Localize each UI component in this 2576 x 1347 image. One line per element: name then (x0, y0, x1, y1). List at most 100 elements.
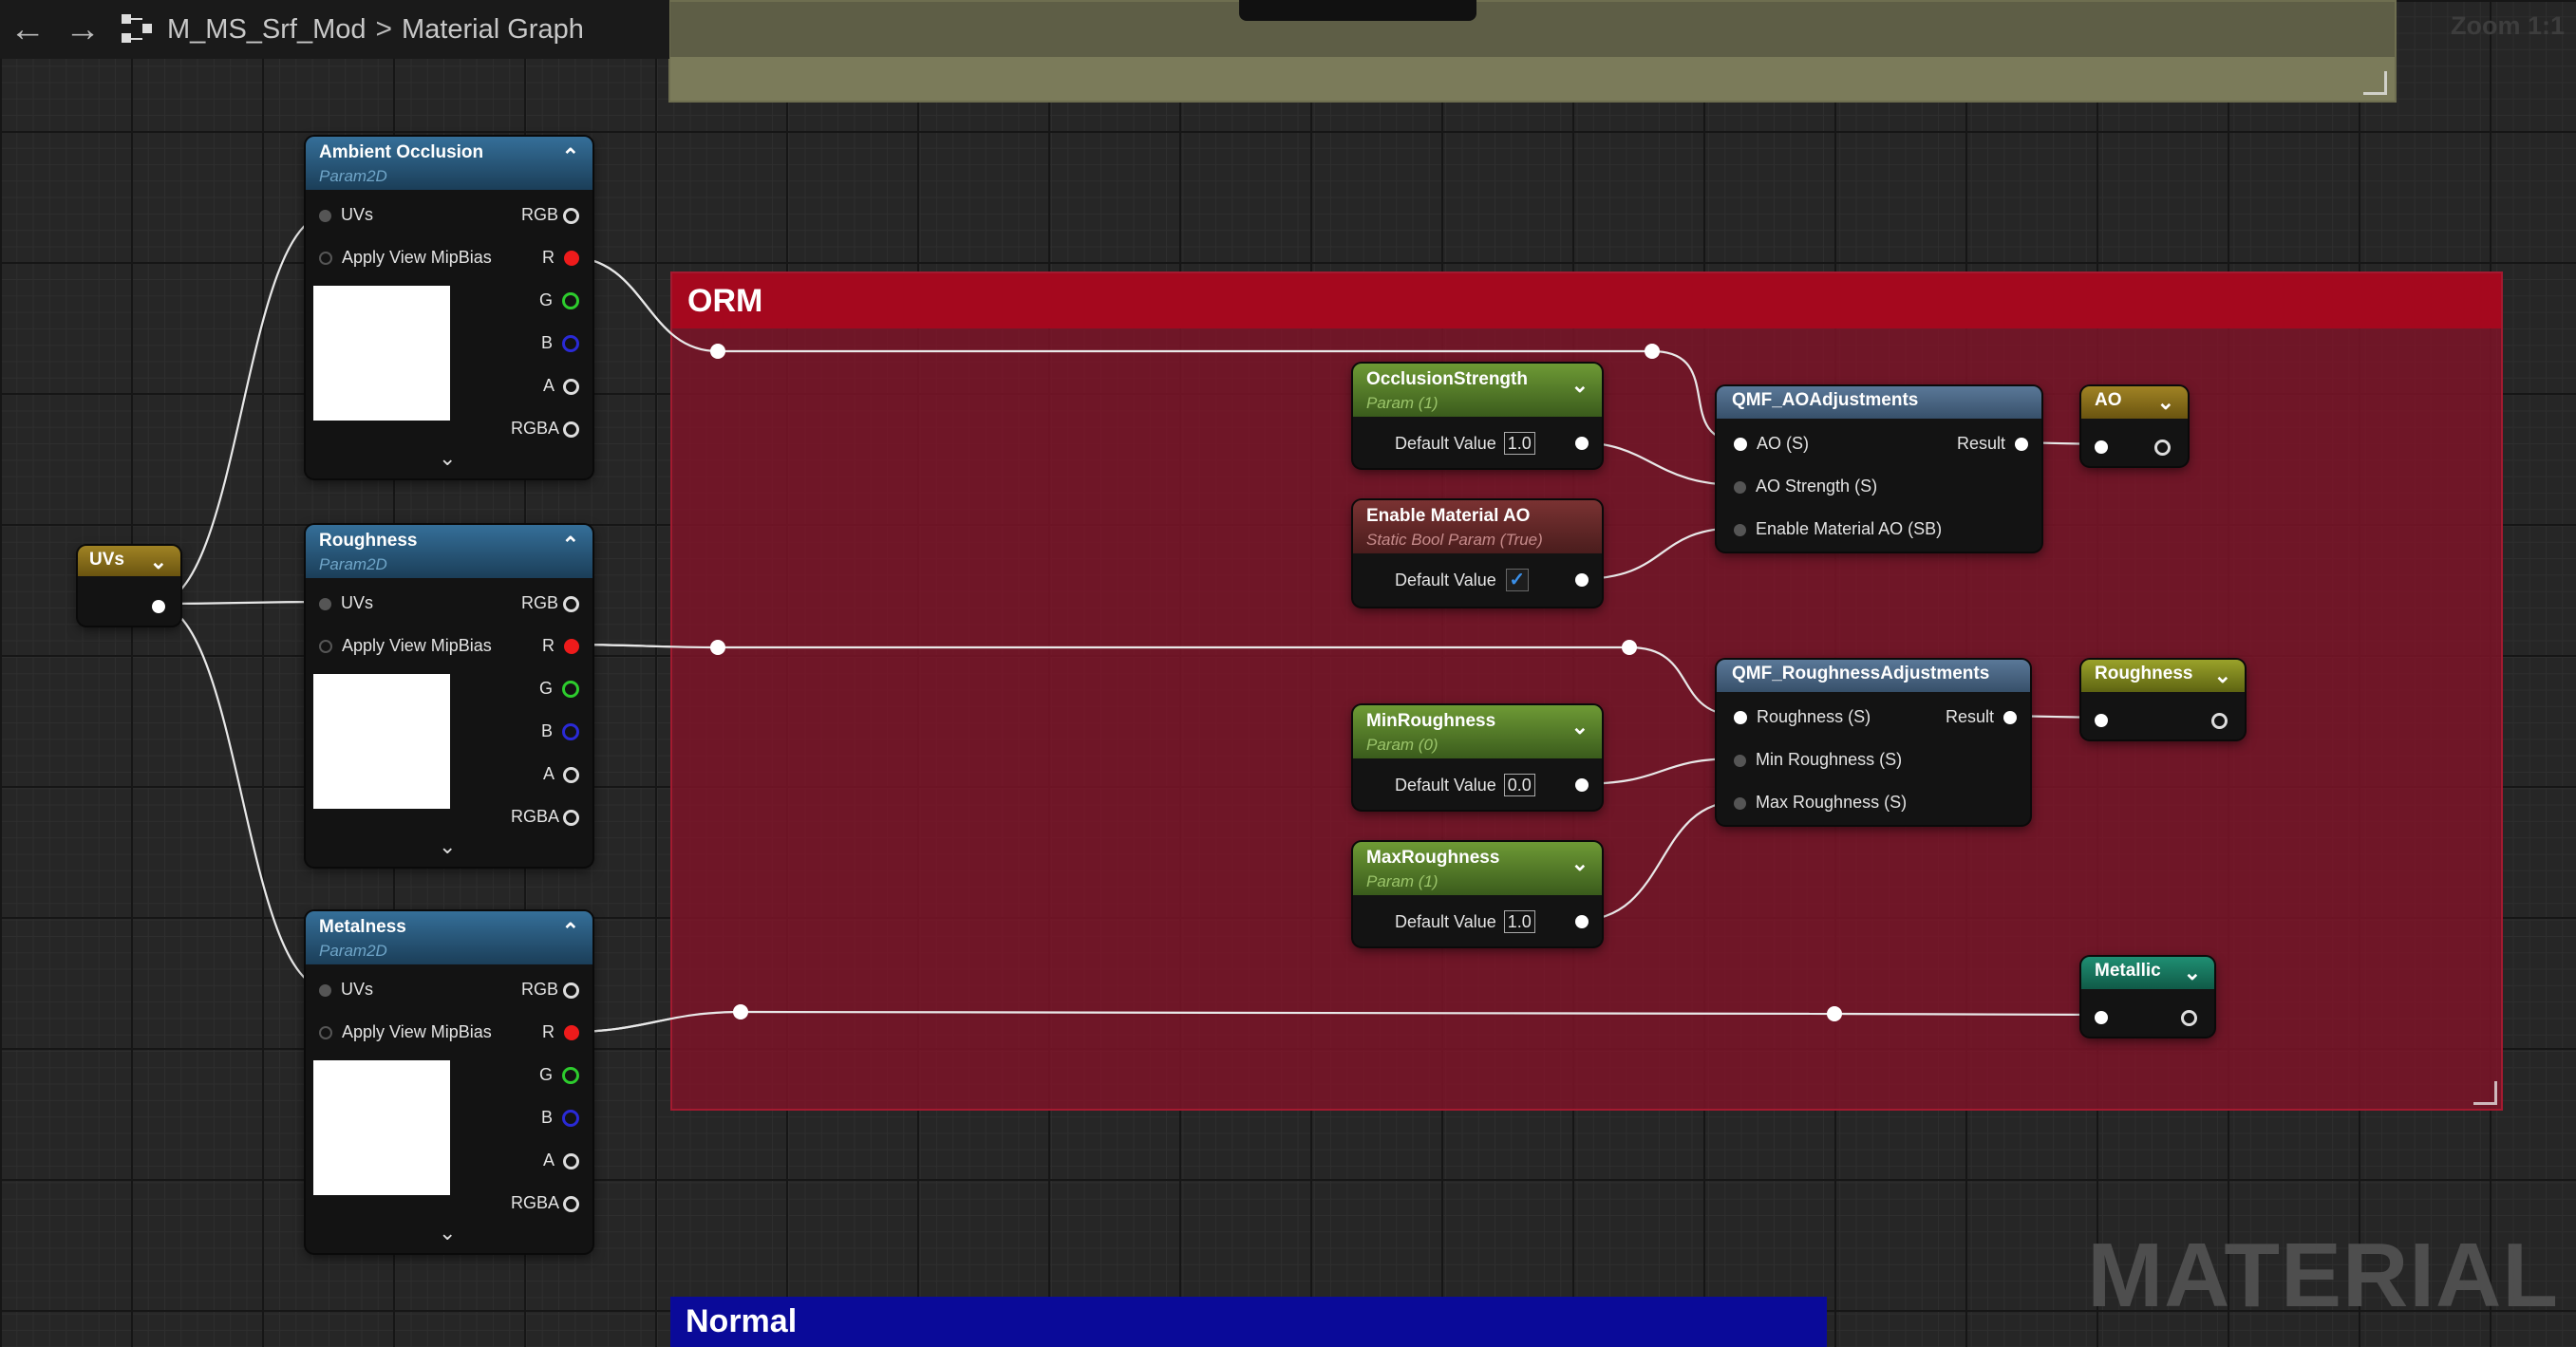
param-output-pin[interactable] (1575, 569, 1589, 589)
output-node-header[interactable]: Metallic ⌄ (2081, 957, 2214, 989)
chevron-down-icon[interactable]: ⌄ (2156, 390, 2174, 414)
mipbias-input-pin[interactable]: Apply View MipBias (319, 247, 492, 268)
rgba-output-pin[interactable]: RGBA (511, 1192, 579, 1213)
chevron-down-icon[interactable]: ⌄ (1570, 373, 1589, 397)
param-output-pin[interactable] (1575, 432, 1589, 453)
chevron-up-icon[interactable]: ⌃ (561, 144, 579, 168)
result-output-pin[interactable]: Result (1957, 433, 2028, 454)
param-output-pin[interactable] (1575, 910, 1589, 931)
a-output-pin[interactable]: A (543, 1150, 579, 1170)
roughness-input-pin[interactable] (2095, 709, 2108, 730)
function-node-ao-adjustments[interactable]: QMF_AOAdjustments AO (S) Result AO Stren… (1717, 386, 2041, 552)
function-node-header[interactable]: QMF_RoughnessAdjustments (1717, 660, 2030, 692)
value-input[interactable]: 1.0 (1503, 910, 1535, 933)
value-input[interactable]: 1.0 (1503, 432, 1535, 455)
comment-box-normal[interactable]: Normal (670, 1297, 1827, 1347)
mipbias-input-pin[interactable]: Apply View MipBias (319, 635, 492, 656)
metallic-output-pin[interactable] (2181, 1006, 2197, 1027)
rgb-output-pin[interactable]: RGB (521, 592, 579, 613)
uvs-node-header[interactable]: UVs ⌄ (78, 546, 180, 576)
output-node-metallic[interactable]: Metallic ⌄ (2081, 957, 2214, 1037)
g-output-pin[interactable]: G (539, 678, 579, 699)
function-node-roughness-adjustments[interactable]: QMF_RoughnessAdjustments Roughness (S) R… (1717, 660, 2030, 825)
a-output-pin[interactable]: A (543, 763, 579, 784)
enable-ao-input-pin[interactable]: Enable Material AO (SB) (1734, 518, 1942, 539)
b-output-pin[interactable]: B (541, 720, 579, 741)
chevron-down-icon[interactable]: ⌄ (1570, 851, 1589, 875)
ao-strength-input-pin[interactable]: AO Strength (S) (1734, 476, 1877, 496)
texture-node-header[interactable]: Ambient Occlusion Param2D ⌃ (306, 137, 592, 190)
param-node-enable-material-ao[interactable]: Enable Material AO Static Bool Param (Tr… (1353, 500, 1602, 607)
rgb-output-pin[interactable]: RGB (521, 204, 579, 225)
resize-grip-icon[interactable] (2363, 71, 2387, 95)
comment-box-top[interactable] (668, 0, 2397, 103)
uvs-input-pin[interactable]: UVs (319, 204, 373, 225)
texture-node-roughness[interactable]: Roughness Param2D ⌃ UVs RGB Apply View M… (306, 525, 592, 867)
min-roughness-input-pin[interactable]: Min Roughness (S) (1734, 749, 1902, 770)
g-output-pin[interactable]: G (539, 1064, 579, 1085)
output-node-header[interactable]: AO ⌄ (2081, 386, 2188, 419)
texture-node-ambient-occlusion[interactable]: Ambient Occlusion Param2D ⌃ UVs RGB Appl… (306, 137, 592, 478)
rgba-output-pin[interactable]: RGBA (511, 418, 579, 439)
default-value-checkbox[interactable]: ✓ (1505, 569, 1529, 591)
a-output-pin[interactable]: A (543, 375, 579, 396)
expand-chevron-icon[interactable]: ⌄ (439, 1221, 457, 1244)
roughness-output-pin[interactable] (2211, 709, 2228, 730)
param-output-pin[interactable] (1575, 774, 1589, 795)
chevron-up-icon[interactable]: ⌃ (561, 533, 579, 556)
ao-input-pin[interactable]: AO (S) (1734, 433, 1809, 454)
output-node-roughness[interactable]: Roughness ⌄ (2081, 660, 2245, 739)
breadcrumb-asset[interactable]: M_MS_Srf_Mod (167, 14, 367, 45)
g-output-pin[interactable]: G (539, 290, 579, 310)
texture-node-header[interactable]: Metalness Param2D ⌃ (306, 911, 592, 964)
expand-chevron-icon[interactable]: ⌄ (439, 446, 457, 470)
output-node-header[interactable]: Roughness ⌄ (2081, 660, 2245, 692)
comment-title-orm[interactable]: ORM (672, 273, 2501, 328)
breadcrumb-graph[interactable]: Material Graph (402, 14, 584, 45)
resize-grip-icon[interactable] (2473, 1081, 2497, 1105)
chevron-down-icon[interactable]: ⌄ (2213, 664, 2231, 687)
b-output-pin[interactable]: B (541, 1107, 579, 1128)
chevron-down-icon[interactable]: ⌄ (149, 550, 167, 573)
b-output-pin[interactable]: B (541, 332, 579, 353)
value-input[interactable]: 0.0 (1503, 774, 1535, 796)
texture-node-metalness[interactable]: Metalness Param2D ⌃ UVs RGB Apply View M… (306, 911, 592, 1253)
comment-title-normal[interactable]: Normal (686, 1303, 798, 1339)
metallic-input-pin[interactable] (2095, 1006, 2108, 1027)
rgb-output-pin[interactable]: RGB (521, 979, 579, 1000)
param-node-header[interactable]: OcclusionStrength Param (1) ⌄ (1353, 364, 1602, 417)
ao-input-pin[interactable] (2095, 436, 2108, 457)
back-arrow-icon[interactable]: ← (9, 9, 46, 49)
mipbias-input-pin[interactable]: Apply View MipBias (319, 1021, 492, 1042)
chevron-down-icon[interactable]: ⌄ (1570, 715, 1589, 739)
chevron-up-icon[interactable]: ⌃ (561, 919, 579, 943)
r-output-pin[interactable]: R (542, 1021, 579, 1042)
partial-node-stub[interactable] (1239, 0, 1476, 21)
result-output-pin[interactable]: Result (1946, 706, 2017, 727)
uvs-node[interactable]: UVs ⌄ (78, 546, 180, 626)
param-node-header[interactable]: Enable Material AO Static Bool Param (Tr… (1353, 500, 1602, 553)
uvs-output-pin[interactable] (152, 595, 165, 616)
uvs-input-pin[interactable]: UVs (319, 979, 373, 1000)
function-node-header[interactable]: QMF_AOAdjustments (1717, 386, 2041, 419)
ao-output-pin[interactable] (2154, 436, 2171, 457)
forward-arrow-icon[interactable]: → (65, 9, 101, 49)
r-output-pin[interactable]: R (542, 635, 579, 656)
r-output-pin[interactable]: R (542, 247, 579, 268)
roughness-input-pin[interactable]: Roughness (S) (1734, 706, 1871, 727)
expand-chevron-icon[interactable]: ⌄ (439, 834, 457, 858)
max-roughness-input-pin[interactable]: Max Roughness (S) (1734, 792, 1907, 813)
param-node-header[interactable]: MinRoughness Param (0) ⌄ (1353, 705, 1602, 758)
uvs-input-pin[interactable]: UVs (319, 592, 373, 613)
default-value-field[interactable]: Default Value✓ (1395, 569, 1529, 591)
rgba-output-pin[interactable]: RGBA (511, 806, 579, 827)
param-node-occlusion-strength[interactable]: OcclusionStrength Param (1) ⌄ Default Va… (1353, 364, 1602, 468)
texture-node-header[interactable]: Roughness Param2D ⌃ (306, 525, 592, 578)
param-node-header[interactable]: MaxRoughness Param (1) ⌄ (1353, 842, 1602, 895)
output-node-ao[interactable]: AO ⌄ (2081, 386, 2188, 466)
